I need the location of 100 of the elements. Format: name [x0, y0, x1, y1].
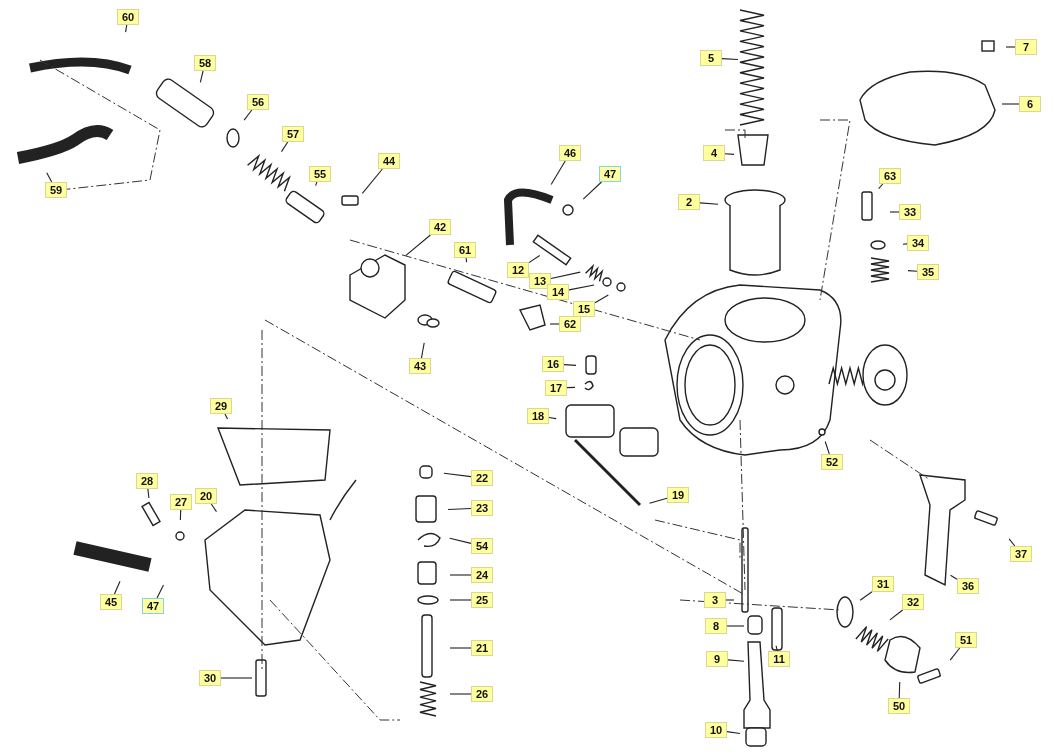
leader-line [550, 271, 581, 280]
leader-line [699, 202, 719, 205]
leader-line [902, 243, 908, 245]
leader-line [889, 609, 904, 621]
callout-number: 2 [678, 194, 700, 210]
leader-line [724, 153, 735, 155]
leader-line [649, 497, 668, 504]
leader-line [907, 270, 918, 272]
leader-line [582, 181, 603, 200]
leader-line [449, 537, 472, 544]
leader-line [179, 509, 182, 521]
leader-line [405, 234, 431, 257]
callout-number: 7 [1015, 39, 1037, 55]
callout-number: 47 [142, 598, 164, 614]
leader-line [878, 183, 884, 190]
leader-line [147, 488, 150, 499]
callout-number: 45 [100, 594, 122, 610]
leader-line [548, 417, 557, 420]
callout-number: 56 [247, 94, 269, 110]
callout-number: 11 [768, 651, 790, 667]
leader-line [361, 168, 383, 194]
leader-line [568, 284, 595, 291]
callout-number: 19 [667, 487, 689, 503]
leader-line [727, 659, 745, 662]
leader-line [726, 625, 745, 627]
callout-number: 22 [471, 470, 493, 486]
leader-line [420, 342, 425, 359]
leader-line [1008, 538, 1016, 547]
callout-number: 63 [879, 168, 901, 184]
callout-number: 18 [527, 408, 549, 424]
callout-number: 17 [545, 380, 567, 396]
callout-number: 28 [136, 473, 158, 489]
callout-number: 25 [471, 592, 493, 608]
leader-line [775, 645, 778, 652]
leader-line [447, 507, 472, 511]
leader-line [528, 255, 541, 264]
leader-line [443, 472, 472, 478]
leader-line [1001, 103, 1020, 105]
callout-number: 5 [700, 50, 722, 66]
callout-number: 47 [599, 166, 621, 182]
callout-number: 6 [1019, 96, 1041, 112]
leader-line [46, 172, 53, 183]
leader-line [113, 580, 121, 595]
callout-number: 9 [706, 651, 728, 667]
callout-number: 8 [705, 618, 727, 634]
callout-number: 43 [409, 358, 431, 374]
callout-number: 10 [705, 722, 727, 738]
leader-line [449, 647, 472, 649]
callout-number: 30 [199, 670, 221, 686]
callout-number: 20 [195, 488, 217, 504]
leader-line [465, 257, 468, 263]
leader-line [449, 693, 472, 695]
leader-line [824, 440, 830, 455]
callout-number: 34 [907, 235, 929, 251]
callout-number: 44 [378, 153, 400, 169]
leader-line [721, 58, 739, 60]
callout-number: 37 [1010, 546, 1032, 562]
callout-number: 12 [507, 262, 529, 278]
callout-number: 50 [888, 698, 910, 714]
leader-line [315, 181, 318, 187]
leader-line [859, 591, 873, 601]
leader-line [449, 599, 472, 601]
callout-number: 16 [542, 356, 564, 372]
callout-number: 54 [471, 538, 493, 554]
leader-line [949, 574, 958, 580]
callout-number: 57 [282, 126, 304, 142]
callout-number: 29 [210, 398, 232, 414]
callout-number: 58 [194, 55, 216, 71]
leader-line [243, 109, 253, 121]
callout-number: 27 [170, 494, 192, 510]
callout-number: 32 [902, 594, 924, 610]
leader-line [210, 503, 217, 513]
callout-number: 23 [471, 500, 493, 516]
leader-line [549, 323, 560, 325]
callout-number: 42 [429, 219, 451, 235]
callout-number: 46 [559, 145, 581, 161]
leader-line [220, 677, 253, 679]
callout-number: 55 [309, 166, 331, 182]
callout-number: 13 [529, 273, 551, 289]
callout-number: 35 [917, 264, 939, 280]
callout-number: 21 [471, 640, 493, 656]
leader-line [1005, 46, 1016, 48]
callout-number: 52 [821, 454, 843, 470]
callout-number: 3 [704, 592, 726, 608]
leader-line [449, 574, 472, 576]
leader-line [889, 211, 900, 213]
callout-number: 24 [471, 567, 493, 583]
leader-line [550, 160, 566, 185]
leader-line [224, 413, 229, 420]
leader-line [199, 70, 204, 83]
leader-line [726, 731, 741, 735]
leader-line [563, 364, 577, 366]
callout-number: 14 [547, 284, 569, 300]
callout-number: 33 [899, 204, 921, 220]
leader-line [125, 24, 128, 33]
callout-number: 61 [454, 242, 476, 258]
callout-number: 62 [559, 316, 581, 332]
leader-line [280, 141, 289, 153]
callout-number: 31 [872, 576, 894, 592]
callout-number: 15 [573, 301, 595, 317]
